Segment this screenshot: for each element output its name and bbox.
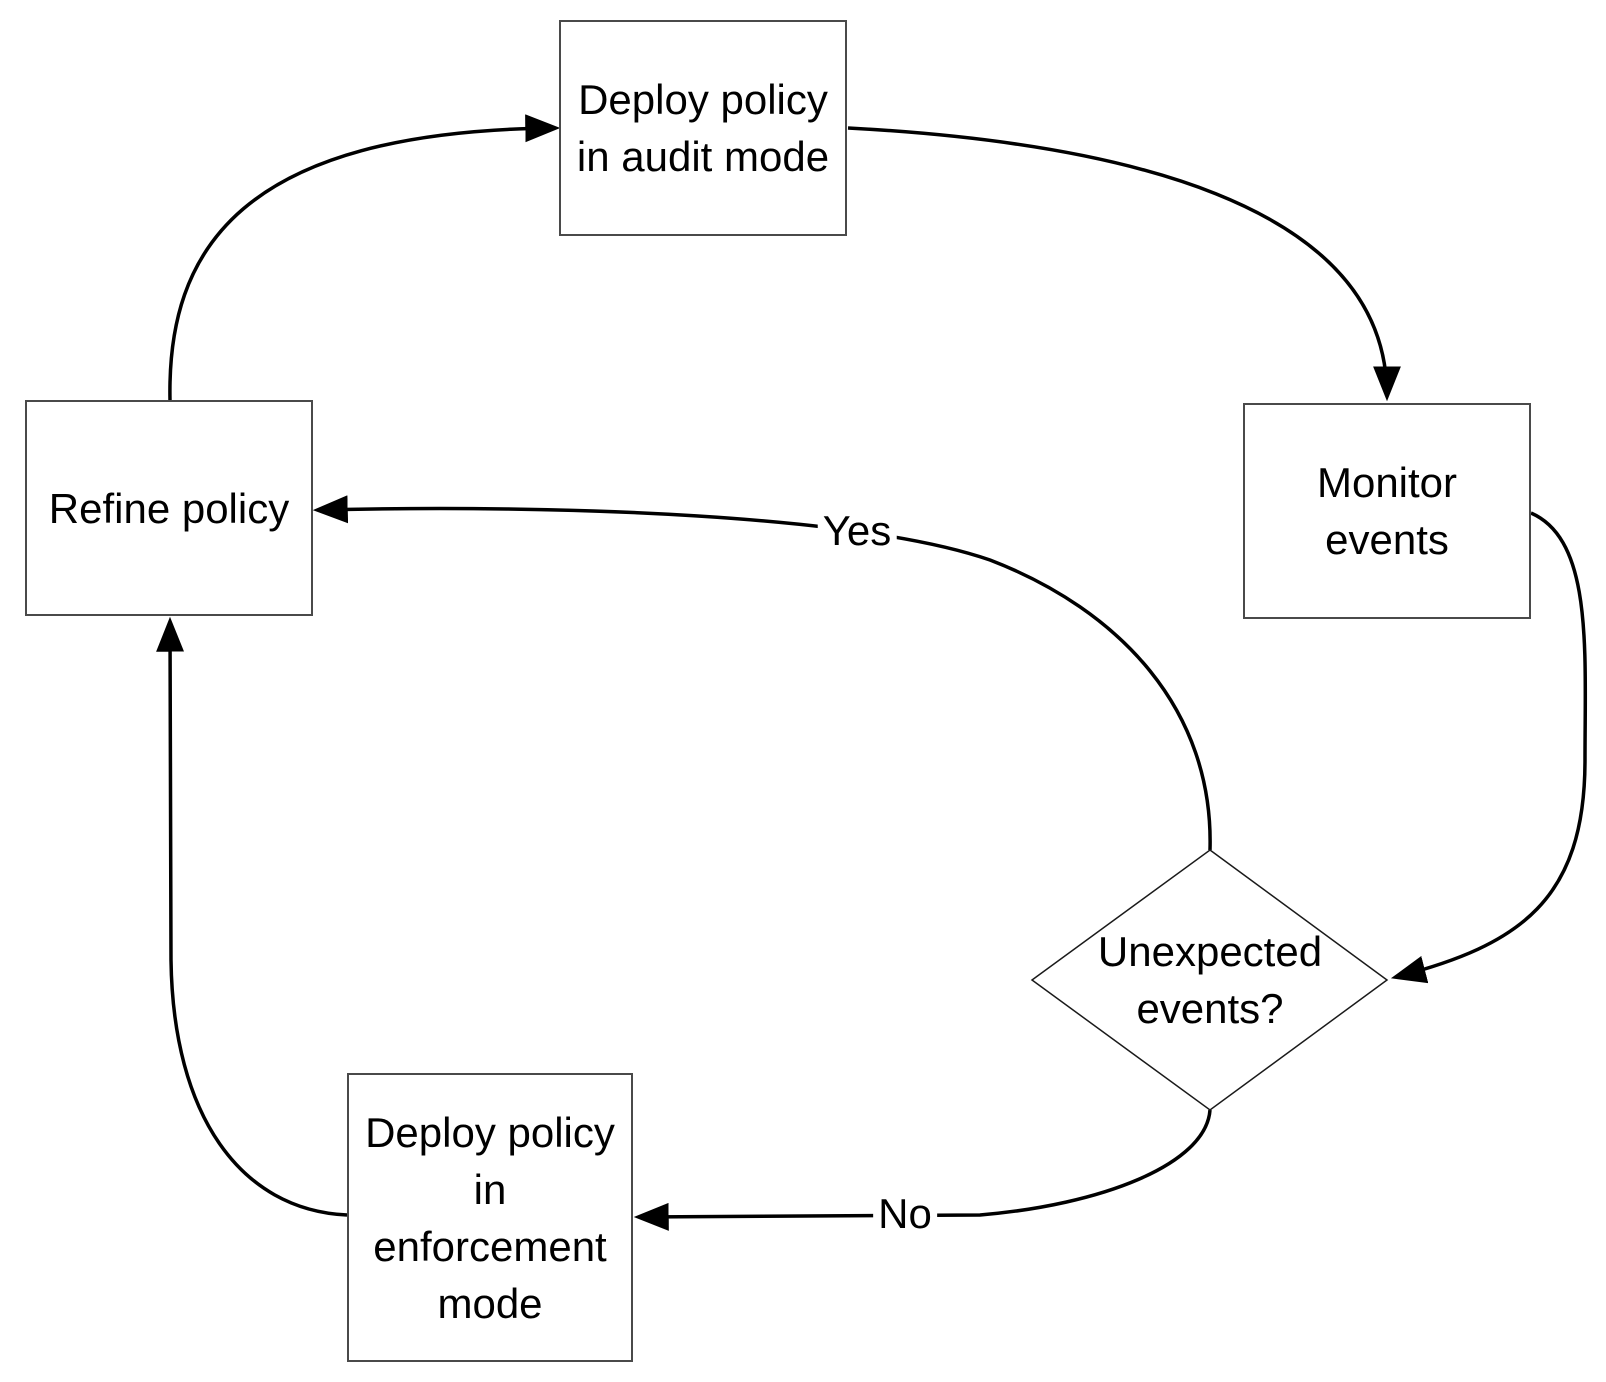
edge-label-yes: Yes xyxy=(817,507,897,555)
node-label-line: in xyxy=(473,1165,507,1213)
node-label-line: in audit mode xyxy=(576,133,830,180)
node-label-line: events xyxy=(1325,516,1449,563)
node-label-line: Monitor xyxy=(1316,459,1458,506)
edge-label-no: No xyxy=(873,1190,937,1238)
edge-decision-yes-to-refine xyxy=(312,495,1212,851)
decision-diamond-shape xyxy=(1030,849,1389,1111)
node-label-line: enforcement xyxy=(373,1222,607,1270)
edge-audit-to-monitor xyxy=(847,126,1401,402)
node-label-line: mode xyxy=(437,1279,543,1327)
node-unexpected-events-decision: Unexpected events? xyxy=(1035,921,1385,1039)
node-label-line: events? xyxy=(1136,985,1284,1032)
node-refine-policy: Refine policy xyxy=(25,400,313,616)
node-deploy-enforcement-mode: Deploy policy in enforcement mode xyxy=(347,1073,633,1362)
node-deploy-audit-mode: Deploy policy in audit mode xyxy=(559,20,847,236)
node-label-line: Deploy policy xyxy=(578,76,828,123)
edge-refine-to-audit xyxy=(168,114,561,401)
edge-monitor-to-decision xyxy=(1390,511,1588,984)
node-label-line: Deploy policy xyxy=(365,1108,615,1156)
edge-decision-no-to-enforcement xyxy=(633,1109,1212,1231)
edge-enforcement-to-refine xyxy=(156,616,348,1217)
node-monitor-events: Monitor events xyxy=(1243,403,1531,619)
node-label-line: Unexpected xyxy=(1097,928,1323,975)
node-label-line: Refine policy xyxy=(48,484,290,532)
